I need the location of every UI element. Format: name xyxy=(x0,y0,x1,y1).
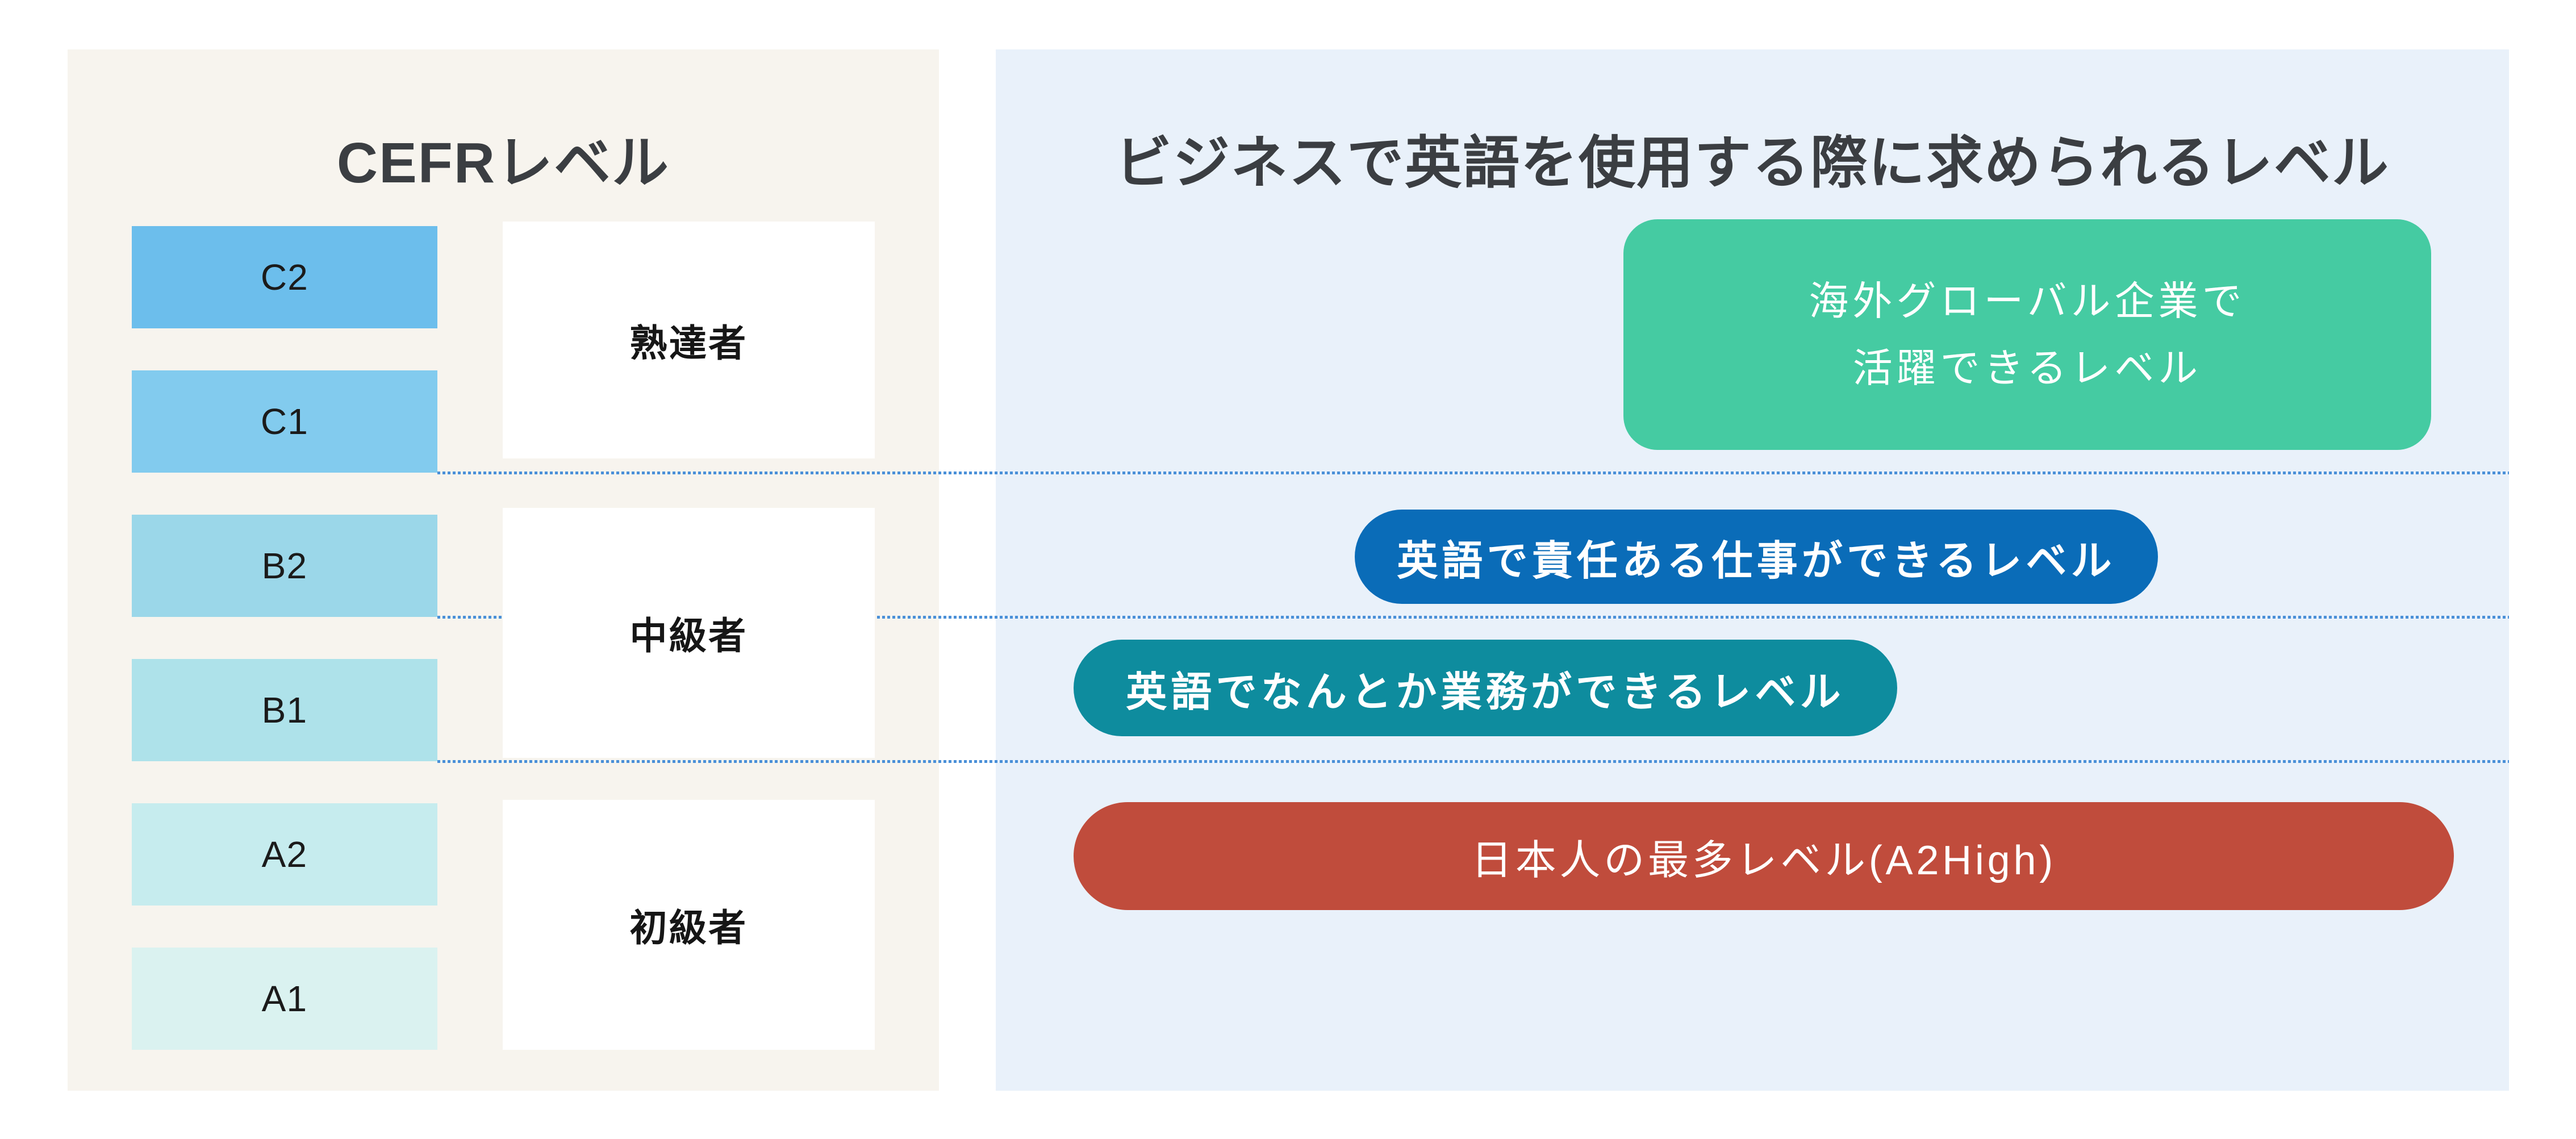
group-box-beginner: 初級者 xyxy=(503,800,875,1050)
business-panel-title: ビジネスで英語を使用する際に求められるレベル xyxy=(1115,131,2390,195)
group-box-intermediate: 中級者 xyxy=(503,508,875,758)
business-panel: ビジネスで英語を使用する際に求められるレベル 海外グローバル企業で 活躍できるレ… xyxy=(996,49,2509,1091)
level-box-b1: B1 xyxy=(132,659,437,761)
cefr-panel: CEFRレベル C2 C1 B2 B1 A2 A1 熟達者 中級者 初級者 xyxy=(68,49,939,1091)
badge-japanese-most-level: 日本人の最多レベル(A2High) xyxy=(1074,802,2454,910)
badge-responsible-work: 英語で責任ある仕事ができるレベル xyxy=(1355,510,2158,604)
divider-line-b1-a2 xyxy=(437,760,2509,763)
level-box-c2: C2 xyxy=(132,226,437,328)
cefr-panel-title: CEFRレベル xyxy=(336,131,670,195)
divider-line-b2-b1 xyxy=(437,616,2509,619)
badge-somehow-work: 英語でなんとか業務ができるレベル xyxy=(1074,640,1897,736)
level-box-c1: C1 xyxy=(132,370,437,473)
badge-global-line1: 海外グローバル企業で xyxy=(1809,279,2246,323)
badge-global-line2: 活躍できるレベル xyxy=(1852,346,2202,390)
group-box-proficient: 熟達者 xyxy=(503,222,875,458)
divider-line-c1-b2 xyxy=(437,472,2509,474)
level-box-a2: A2 xyxy=(132,803,437,906)
level-box-a1: A1 xyxy=(132,948,437,1050)
level-box-b2: B2 xyxy=(132,515,437,617)
badge-global-company: 海外グローバル企業で 活躍できるレベル xyxy=(1623,219,2431,450)
